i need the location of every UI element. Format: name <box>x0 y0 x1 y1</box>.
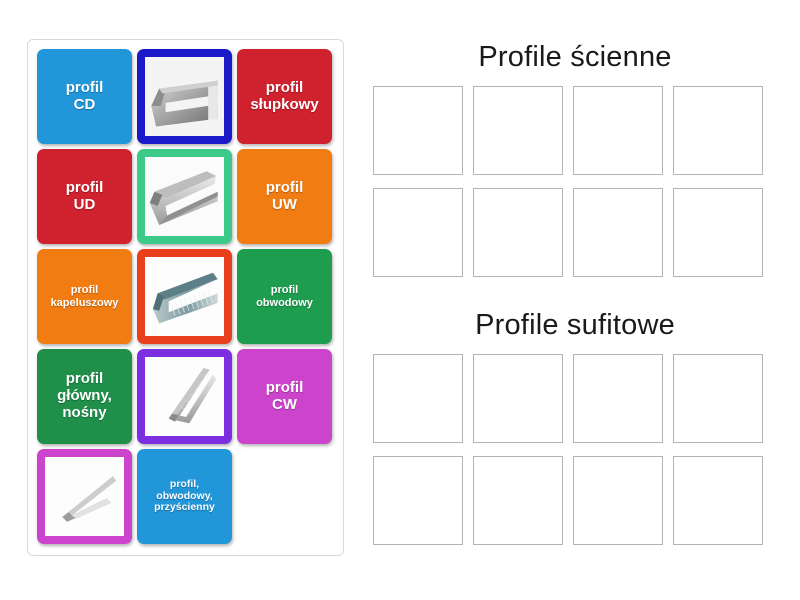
dropzone-wall-profiles-5[interactable] <box>373 188 463 277</box>
c-profile-steel-channel-icon <box>145 157 224 236</box>
angle-profile-bracket-icon <box>45 457 124 536</box>
group-wall-profiles: Profile ścienne <box>365 43 785 277</box>
dropzone-wall-profiles-3[interactable] <box>573 86 663 175</box>
dropzone-ceiling-profiles-4[interactable] <box>673 354 763 443</box>
dropzone-grid-wall-profiles <box>373 86 785 277</box>
dropzone-wall-profiles-7[interactable] <box>573 188 663 277</box>
group-title-wall-profiles: Profile ścienne <box>478 41 672 73</box>
perforated-c-profile-icon <box>145 257 224 336</box>
dropzone-ceiling-profiles-6[interactable] <box>473 456 563 545</box>
dropzone-wall-profiles-2[interactable] <box>473 86 563 175</box>
tile-u-profile-photo[interactable] <box>137 49 232 144</box>
dropzone-wall-profiles-4[interactable] <box>673 86 763 175</box>
dropzone-ceiling-profiles-2[interactable] <box>473 354 563 443</box>
dropzone-ceiling-profiles-7[interactable] <box>573 456 663 545</box>
tile-label: profil,obwodowy,przyścienny <box>154 477 215 514</box>
dropzone-wall-profiles-8[interactable] <box>673 188 763 277</box>
dropzone-wall-profiles-6[interactable] <box>473 188 563 277</box>
dropzone-ceiling-profiles-1[interactable] <box>373 354 463 443</box>
tile-cw-profile-photo[interactable] <box>137 349 232 444</box>
cw-profile-steel-stud-icon <box>145 357 224 436</box>
u-profile-steel-beam-icon <box>145 57 224 136</box>
tile-empty-slot <box>237 449 332 544</box>
group-title-ceiling-profiles: Profile sufitowe <box>475 309 675 341</box>
dropzone-ceiling-profiles-5[interactable] <box>373 456 463 545</box>
dropzone-ceiling-profiles-3[interactable] <box>573 354 663 443</box>
group-ceiling-profiles: Profile sufitowe <box>365 311 785 545</box>
dropzone-wall-profiles-1[interactable] <box>373 86 463 175</box>
tile-perforated-photo[interactable] <box>137 249 232 344</box>
tile-angle-profile-photo[interactable] <box>37 449 132 544</box>
tile-c-profile-photo[interactable] <box>137 149 232 244</box>
tile-profil-przyscienny[interactable]: profil,obwodowy,przyścienny <box>137 449 232 544</box>
dropzone-grid-ceiling-profiles <box>373 354 785 545</box>
dropzone-ceiling-profiles-8[interactable] <box>673 456 763 545</box>
